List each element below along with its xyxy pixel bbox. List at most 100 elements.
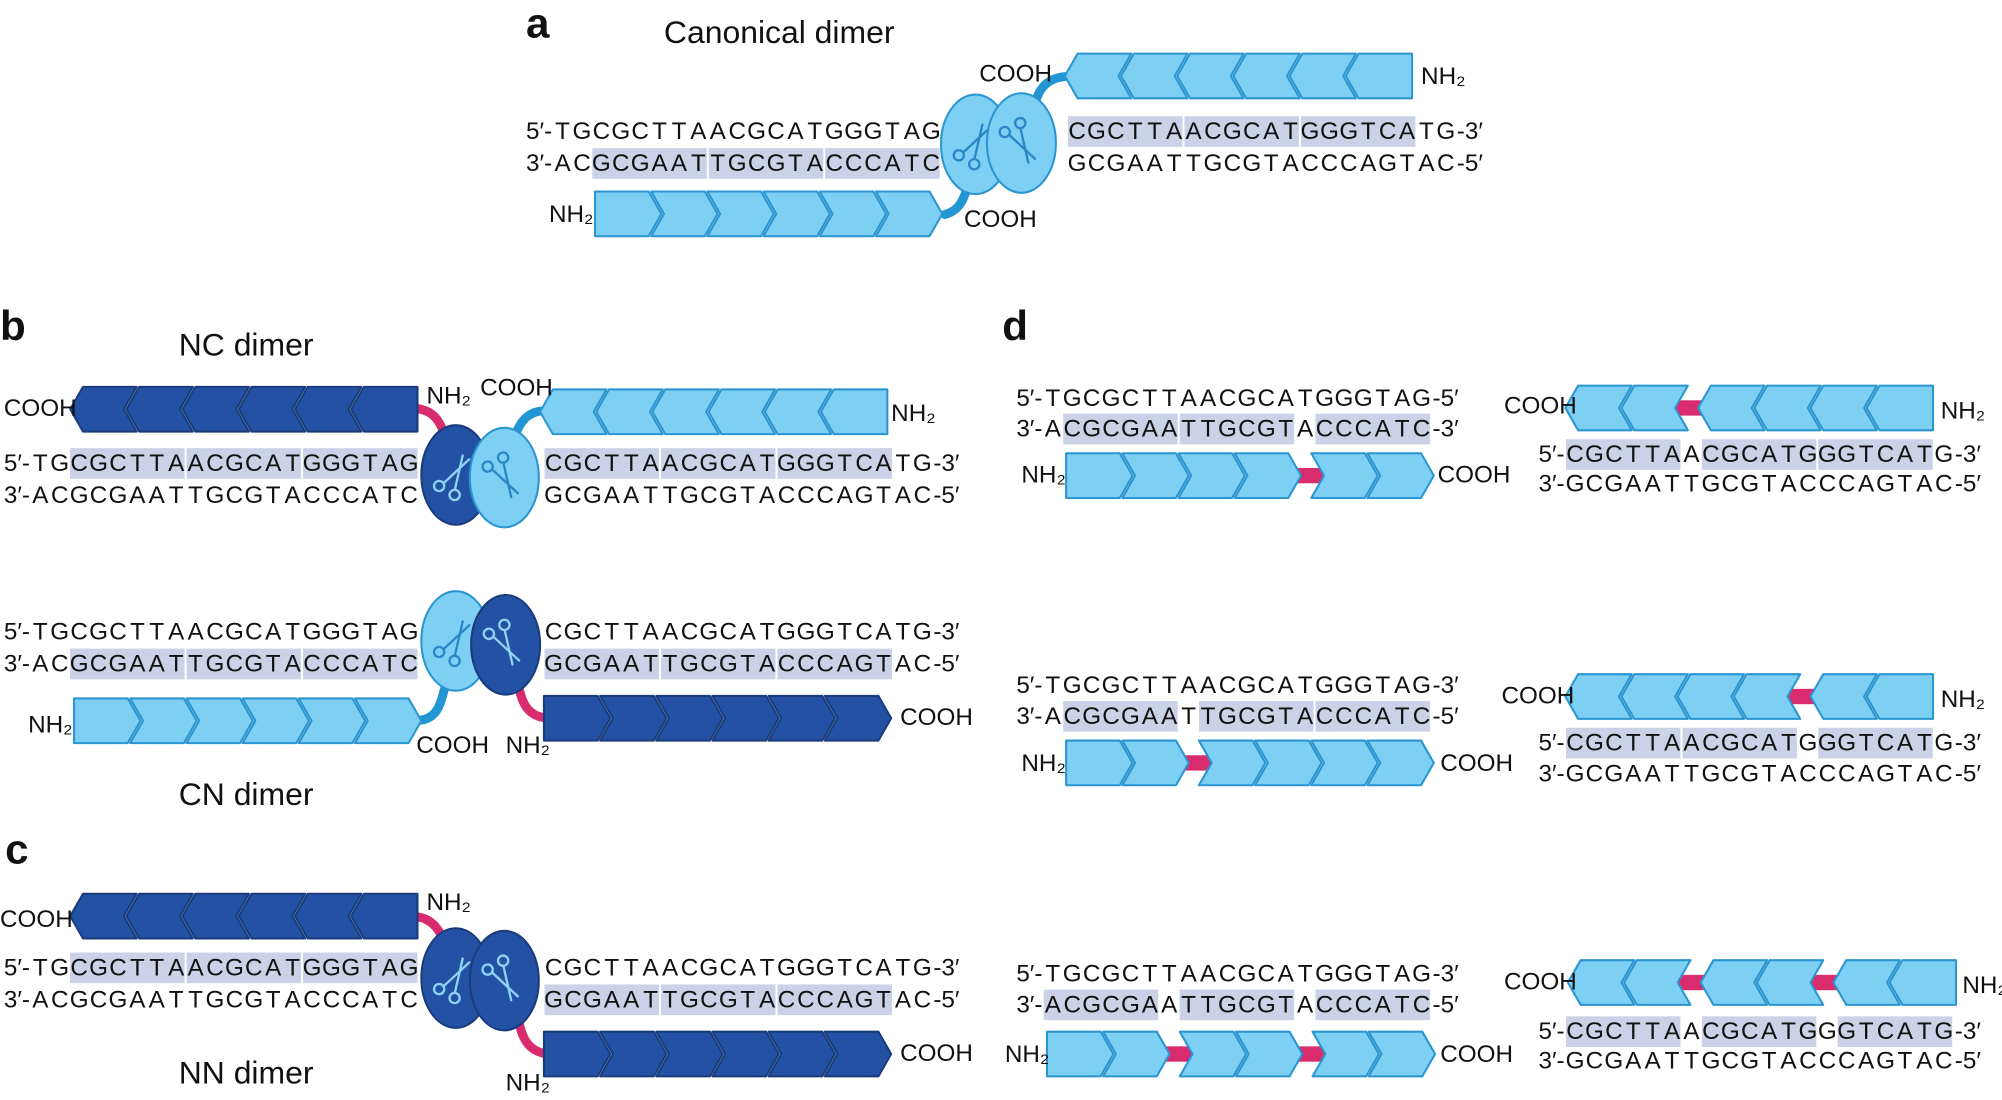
protein-domain	[125, 892, 194, 940]
strand-end-label: -3′	[933, 619, 960, 646]
dna-sequence: GCGAATTGCGTACCCAGTAC	[544, 650, 931, 677]
protein-domain	[1065, 739, 1134, 787]
highlighted-site-box	[1682, 727, 1797, 759]
construct-title: Canonical dimer	[664, 14, 895, 50]
linker-segment	[1293, 467, 1327, 484]
strand-end-label: 5′-	[1016, 385, 1042, 412]
highlighted-site-box	[544, 648, 660, 680]
protein-domain	[655, 694, 724, 742]
nuclease-domain	[985, 92, 1057, 194]
strand-end-label: 3′-	[1016, 703, 1042, 730]
c-terminus-label: COOH	[1440, 750, 1513, 777]
protein-domain	[1865, 673, 1935, 720]
strand-end-label: -5′	[933, 650, 960, 677]
strand-end-label: -3′	[933, 954, 960, 981]
protein-domain	[181, 892, 250, 940]
protein-domain	[1177, 452, 1246, 499]
protein-domain	[1566, 959, 1636, 1006]
protein-domain	[297, 697, 367, 745]
highlighted-site-box	[1315, 989, 1430, 1021]
construct-d3: 5′-TGCGCTTAACGCATGGGTAG-3′3′-ACGCGAATTGC…	[1005, 959, 2002, 1078]
strand-end-label: 5′-	[1016, 672, 1042, 699]
protein-domain	[293, 892, 363, 940]
scissors-icon	[481, 451, 520, 499]
strand-end-label: 3′-	[526, 150, 552, 177]
protein-domain	[1676, 673, 1746, 720]
protein-domain	[353, 697, 423, 745]
scissors-icon	[952, 123, 991, 171]
construct-nc: NC dimer5′-TGCGCTTAACGCATGGGTAG3′-ACGCGA…	[4, 327, 960, 529]
protein-domain	[595, 388, 664, 436]
dna-sequence: ACGCGAATTGCGTACCCATC	[32, 482, 418, 509]
scissors-icon	[432, 957, 471, 1005]
strand-end-label: -5′	[1955, 760, 1982, 787]
highlighted-site-box	[186, 952, 302, 984]
construct-nn: NN dimer5′-TGCGCTTAACGCATGGGTAG3′-ACGCGA…	[0, 889, 973, 1096]
protein-domain	[767, 1030, 837, 1078]
construct-cn: CN dimer5′-TGCGCTTAACGCATGGGTAG3′-ACGCGA…	[4, 590, 973, 812]
dna-sequence: ACGCGAATTGCGTACCCATC	[1045, 416, 1431, 443]
highlighted-site-box	[70, 952, 185, 984]
protein-domain	[1310, 739, 1379, 787]
protein-domain	[1310, 452, 1379, 499]
protein-domain	[1178, 1030, 1248, 1078]
dna-strand: 5′-TGCGCTTAACGCATGGGTAG	[4, 448, 419, 479]
dna-strand: 3′-ACGCGAATTGCGTACCCATC	[4, 482, 418, 509]
c-terminus-label: COOH	[1504, 968, 1577, 995]
protein-domain	[818, 190, 888, 238]
scissors-icon	[432, 620, 471, 668]
n-terminus-label: NH₂	[426, 382, 470, 409]
dna-strand: CGCTTAACGCATGGGTCATG-3′	[545, 619, 960, 646]
construct-a: Canonical dimer5′-TGCGCTTAACGCATGGGTAG3′…	[526, 14, 1484, 238]
strand-end-label: -3′	[1457, 118, 1484, 145]
n-terminus-label: NH₂	[28, 712, 72, 739]
n-terminus-label: NH₂	[506, 732, 550, 759]
linker-segment	[1294, 1046, 1328, 1062]
strand-end-label: -3′	[1433, 672, 1460, 699]
linker-segment	[1807, 974, 1842, 991]
dna-strand: GCGAATTGCGTACCCAGTAC-5′	[544, 984, 960, 1016]
dna-sequence: TGCGCTTAACGCATGGGTAG	[33, 450, 419, 477]
protein-domain	[1699, 959, 1769, 1006]
protein-domain	[73, 697, 142, 745]
strand-end-label: 3′-	[4, 650, 30, 677]
n-terminus-label: NH₂	[1962, 972, 2002, 999]
protein-domain	[1176, 52, 1245, 100]
dna-sequence: GCGAATTGCGTACCCAGTAC	[1566, 760, 1953, 787]
highlighted-site-box	[1315, 700, 1430, 732]
n-terminus-label: NH₂	[891, 400, 935, 427]
strand-end-label: 3′-	[4, 986, 30, 1013]
protein-domain	[539, 388, 608, 436]
protein-domain	[542, 694, 612, 742]
strand-end-label: 5′-	[4, 619, 30, 646]
protein-chain: NH₂ COOH	[1504, 959, 2002, 1006]
protein-domain	[293, 385, 363, 433]
highlighted-site-box	[70, 648, 185, 680]
highlighted-site-box	[777, 984, 892, 1016]
strand-end-label: -3′	[1955, 730, 1982, 757]
protein-domain	[823, 694, 893, 742]
dna-strand: GCGAATTGCGTACCCAGTAC-5′	[1068, 150, 1484, 177]
enzyme-body	[468, 426, 540, 529]
dna-strand: GCGAATTGCGTACCCAGTAC-5′	[544, 482, 960, 509]
dna-sequence: GCGAATTGCGTACCCAGTAC	[544, 482, 931, 509]
enzyme-body	[985, 92, 1057, 194]
highlighted-site-box	[186, 448, 302, 479]
n-terminus-label: NH₂	[1941, 686, 1985, 713]
strand-end-label: 3′-	[1539, 760, 1565, 787]
dna-sequence: ACGCGAATTGCGTACCCATC	[1045, 703, 1431, 730]
protein-domain	[129, 697, 198, 745]
protein-domain	[1832, 959, 1901, 1006]
c-terminus-label: COOH	[1504, 393, 1577, 420]
highlighted-site-box	[1565, 439, 1681, 470]
protein-domain	[1063, 52, 1133, 100]
highlighted-site-box	[1818, 727, 1933, 759]
linker-segment	[1181, 755, 1215, 771]
protein-domain	[1121, 452, 1190, 499]
